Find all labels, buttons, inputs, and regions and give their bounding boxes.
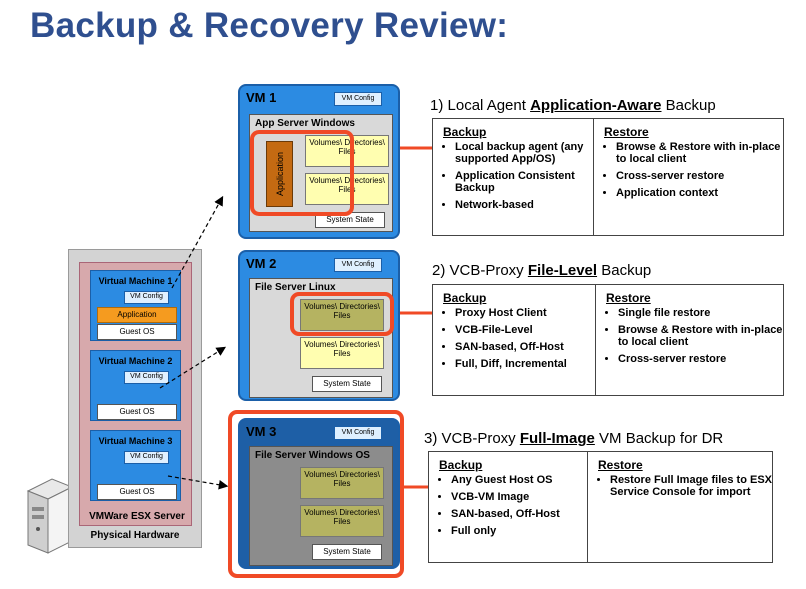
section2-restore-header: Restore: [606, 291, 651, 305]
host-vm-2: Virtual Machine 2 VM Config Guest OS: [90, 350, 181, 421]
vm1-volume-bottom: Volumes\ Directories\ Files: [305, 173, 389, 205]
host-vm-3-label: Virtual Machine 3: [98, 436, 173, 446]
section3-backup-item: VCB-VM Image: [451, 491, 587, 503]
vm1-config: VM Config: [334, 92, 382, 106]
section2-backup-col: Backup Proxy Host Client VCB-File-Level …: [433, 285, 595, 395]
section3-restore-col: Restore Restore Full Image files to ESX …: [587, 452, 772, 562]
vm2-volume-top: Volumes\ Directories\ Files: [300, 299, 384, 331]
vm3-title: VM 3: [246, 424, 277, 439]
section3-heading: 3) VCB-Proxy Full-Image VM Backup for DR: [424, 430, 724, 447]
section2-table: Backup Proxy Host Client VCB-File-Level …: [432, 284, 784, 396]
section1-backup-item: Local backup agent (any supported App/OS…: [455, 141, 593, 165]
section2-restore-col: Restore Single file restore Browse & Res…: [595, 285, 783, 395]
section1-restore-item: Application context: [616, 187, 783, 199]
vm2-inner-label: File Server Linux: [255, 282, 336, 293]
section1-restore-item: Browse & Restore with in-place to local …: [616, 141, 783, 165]
vm3-config: VM Config: [334, 426, 382, 440]
server-icon: [26, 478, 74, 554]
vm3-inner-label: File Server Windows OS: [255, 450, 370, 461]
vm3-box: VM 3 VM Config File Server Windows OS Vo…: [238, 418, 400, 569]
host-vm-1-guest-os: Guest OS: [97, 324, 177, 340]
vm2-system-state: System State: [312, 376, 382, 392]
section1-table: Backup Local backup agent (any supported…: [432, 118, 784, 236]
section1-backup-header: Backup: [443, 125, 487, 139]
section1-restore-col: Restore Browse & Restore with in-place t…: [593, 119, 783, 235]
vm3-volume-top: Volumes\ Directories\ Files: [300, 467, 384, 499]
section3-restore-item: Restore Full Image files to ESX Service …: [610, 474, 772, 498]
vm1-inner-label: App Server Windows: [255, 118, 355, 129]
vm3-volume-bottom: Volumes\ Directories\ Files: [300, 505, 384, 537]
section2-heading: 2) VCB-Proxy File-Level Backup: [432, 262, 652, 279]
vm2-config: VM Config: [334, 258, 382, 272]
host-vm-1-config: VM Config: [124, 291, 169, 304]
esx-server-label: VMWare ESX Server: [89, 511, 185, 522]
vm2-highlight: [290, 292, 394, 336]
section2-restore-item: Cross-server restore: [618, 353, 783, 365]
vm2-box: VM 2 VM Config File Server Linux Volumes…: [238, 250, 400, 401]
host-vm-1: Virtual Machine 1 VM Config Application …: [90, 270, 181, 341]
section1-restore-item: Cross-server restore: [616, 170, 783, 182]
vm2-volume-bottom: Volumes\ Directories\ Files: [300, 337, 384, 369]
section2-backup-item: SAN-based, Off-Host: [455, 341, 595, 353]
section3-table: Backup Any Guest Host OS VCB-VM Image SA…: [428, 451, 773, 563]
host-vm-3-guest-os: Guest OS: [97, 484, 177, 500]
host-vm-2-label: Virtual Machine 2: [98, 356, 173, 366]
vm3-system-state: System State: [312, 544, 382, 560]
section2-backup-header: Backup: [443, 291, 487, 305]
section2-backup-item: VCB-File-Level: [455, 324, 595, 336]
vm3-highlight: [228, 410, 404, 578]
section2-restore-item: Browse & Restore with in-place to local …: [618, 324, 783, 348]
host-vm-1-label: Virtual Machine 1: [98, 276, 173, 286]
section3-backup-item: SAN-based, Off-Host: [451, 508, 587, 520]
host-vm-3: Virtual Machine 3 VM Config Guest OS: [90, 430, 181, 501]
host-vm-3-config: VM Config: [124, 451, 169, 464]
section1-restore-header: Restore: [604, 125, 649, 139]
section3-backup-item: Full only: [451, 525, 587, 537]
section1-backup-col: Backup Local backup agent (any supported…: [433, 119, 593, 235]
vm1-title: VM 1: [246, 90, 277, 105]
section2-backup-item: Full, Diff, Incremental: [455, 358, 595, 370]
section3-restore-header: Restore: [598, 458, 643, 472]
section1-backup-item: Network-based: [455, 199, 593, 211]
host-vm-2-guest-os: Guest OS: [97, 404, 177, 420]
vm2-inner: File Server Linux Volumes\ Directories\ …: [249, 278, 393, 398]
vm1-highlight: [250, 130, 354, 216]
section2-restore-item: Single file restore: [618, 307, 783, 319]
vm2-title: VM 2: [246, 256, 277, 271]
physical-hardware-label: Physical Hardware: [90, 530, 180, 541]
vm3-inner: File Server Windows OS Volumes\ Director…: [249, 446, 393, 566]
section1-heading: 1) Local Agent Application-Aware Backup: [430, 97, 716, 114]
host-vm-1-application: Application: [97, 307, 177, 323]
vm1-application: Application: [266, 141, 293, 207]
section1-backup-item: Application Consistent Backup: [455, 170, 593, 194]
slide-title: Backup & Recovery Review:: [30, 6, 509, 45]
section3-backup-col: Backup Any Guest Host OS VCB-VM Image SA…: [429, 452, 587, 562]
section3-backup-item: Any Guest Host OS: [451, 474, 587, 486]
section2-backup-item: Proxy Host Client: [455, 307, 595, 319]
section3-backup-header: Backup: [439, 458, 483, 472]
host-vm-2-config: VM Config: [124, 371, 169, 384]
